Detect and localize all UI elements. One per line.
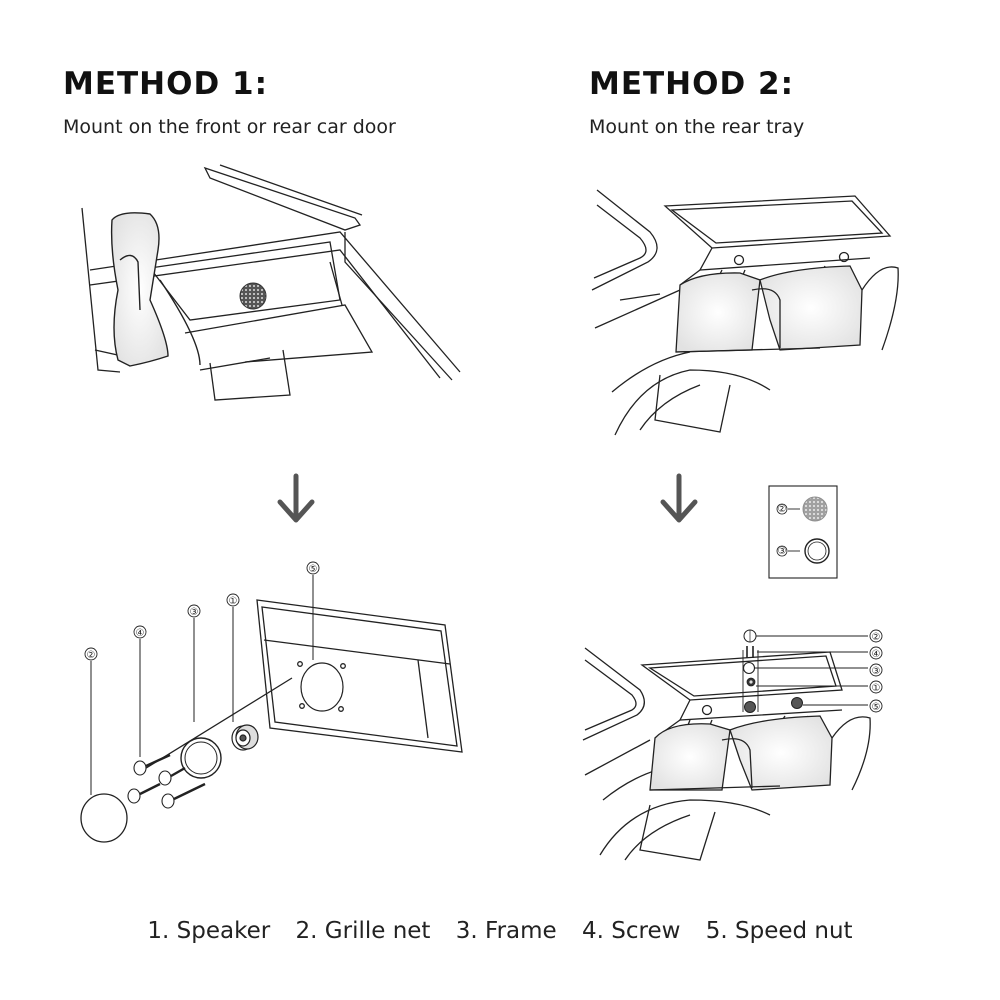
door-exploded-view — [90, 575, 463, 795]
callout-screw: ④ — [136, 628, 145, 639]
callout-frame-2: ③ — [872, 666, 881, 677]
frame-ring-icon — [180, 737, 222, 779]
callouts-method-1: ⑤ ① ③ ④ ② — [84, 561, 320, 661]
method-1-title: METHOD 1: — [63, 66, 268, 102]
speaker-part-icon — [231, 724, 259, 751]
callout-speaker: ① — [229, 596, 238, 607]
method-2-title: METHOD 2: — [589, 66, 794, 102]
callout-screw-2: ④ — [872, 649, 881, 660]
tray-parts-stack — [742, 629, 803, 713]
inset-grille-net-icon — [802, 496, 828, 522]
frame-small-icon — [742, 661, 756, 675]
callout-speed-nut-2: ⑤ — [872, 702, 881, 713]
speed-nut-small-icon — [744, 701, 756, 713]
parts-inset-box: ② ③ — [768, 485, 838, 579]
car-seat-illustration — [110, 212, 201, 367]
legend-item-speaker: 1. Speaker — [147, 918, 271, 944]
screw-icon — [127, 753, 206, 809]
arrow-down-icon — [660, 473, 698, 523]
legend-item-grille-net: 2. Grille net — [295, 918, 431, 944]
callouts-method-2: ② ④ ③ ① ⑤ — [869, 629, 883, 713]
method-1-subtitle: Mount on the front or rear car door — [63, 116, 396, 138]
arrow-down-icon — [277, 473, 315, 523]
inset-callout-frame: ③ — [778, 546, 787, 557]
callout-grille-net: ② — [87, 650, 96, 661]
callout-frame: ③ — [190, 607, 199, 618]
callout-grille-net-2: ② — [872, 632, 881, 643]
parts-legend: 1. Speaker 2. Grille net 3. Frame 4. Scr… — [0, 918, 1000, 944]
legend-item-screw: 4. Screw — [582, 918, 681, 944]
inset-frame-ring-icon — [804, 538, 830, 564]
grille-net-icon — [80, 793, 128, 843]
rear-seat-illustration — [675, 265, 899, 353]
rear-seat-detail — [649, 715, 871, 791]
inset-callout-grille-net: ② — [778, 504, 787, 515]
method-2-subtitle: Mount on the rear tray — [589, 116, 805, 138]
legend-item-speed-nut: 5. Speed nut — [705, 918, 853, 944]
rear-tray-illustration — [591, 189, 892, 436]
callout-speed-nut: ⑤ — [309, 564, 318, 575]
car-door-illustration — [81, 164, 461, 401]
callout-speaker-2: ① — [872, 683, 881, 694]
legend-item-frame: 3. Frame — [455, 918, 557, 944]
door-speaker-grille-icon — [239, 282, 267, 310]
